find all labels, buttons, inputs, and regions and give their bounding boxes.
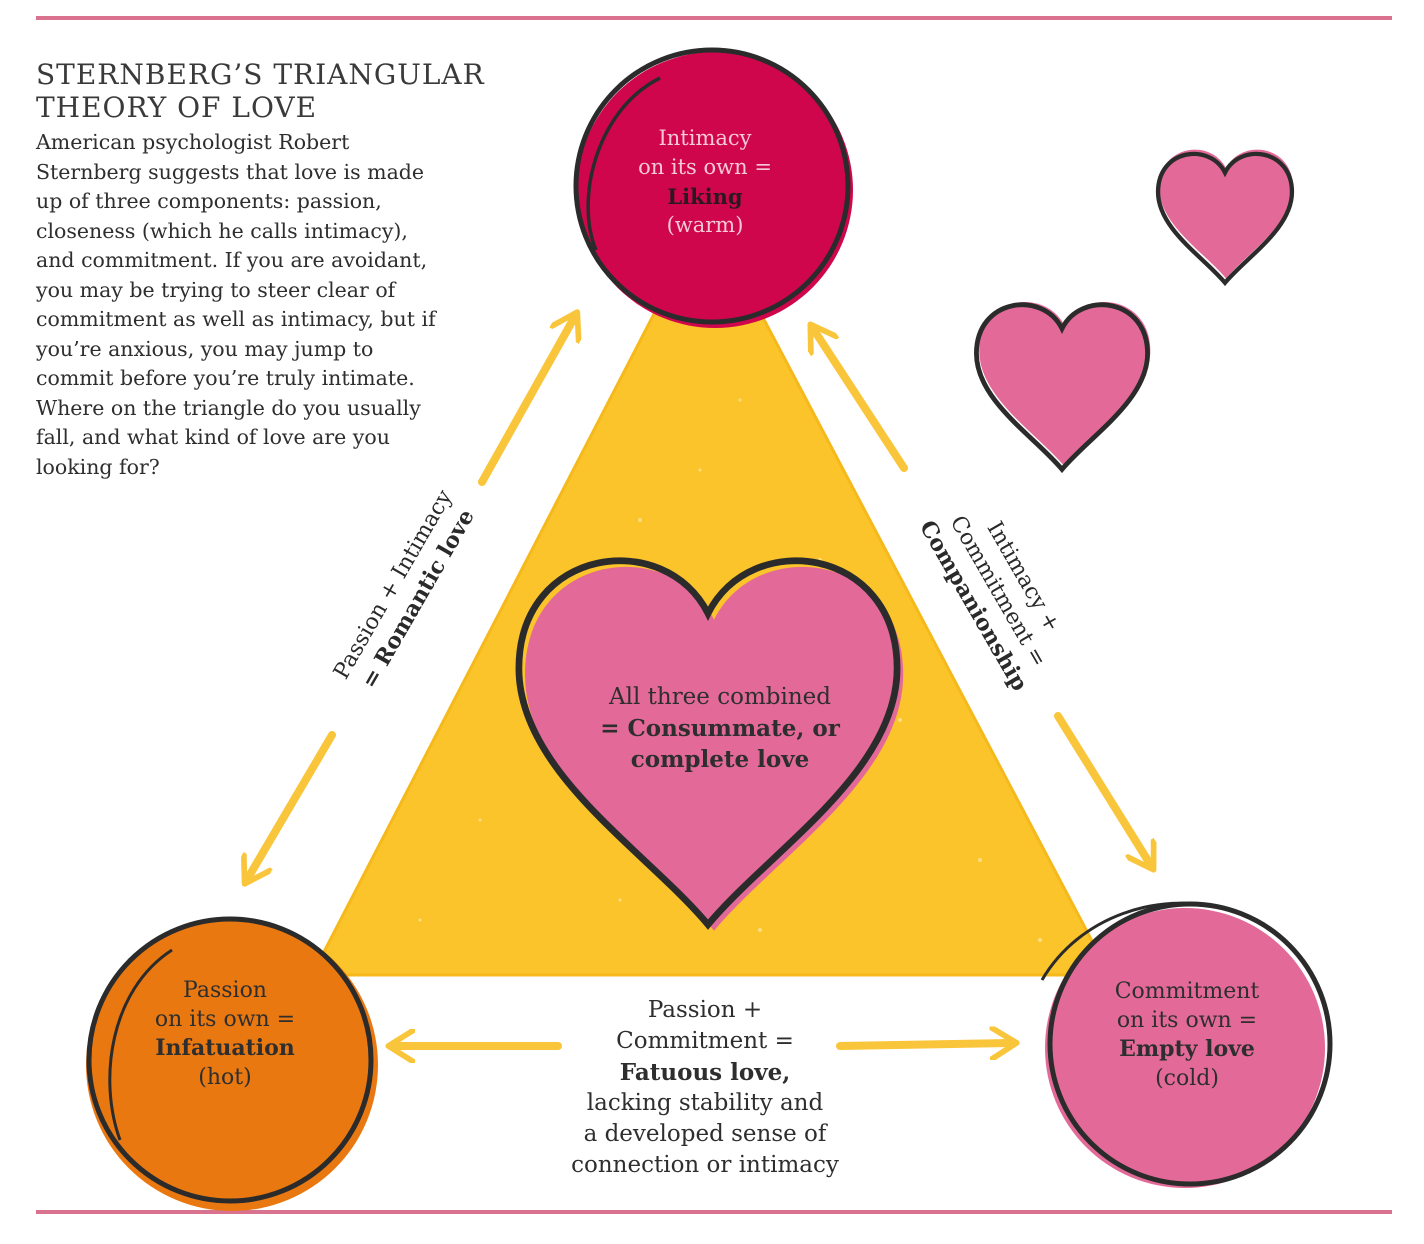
arrow-romantic-up bbox=[478, 318, 574, 486]
triangle-texture bbox=[418, 398, 1042, 942]
fatuous-label: Passion + Commitment = Fatuous love, lac… bbox=[520, 995, 890, 1181]
page-title: STERNBERG’S TRIANGULAR THEORY OF LOVE bbox=[36, 58, 485, 124]
intro-body: American psychologist Robert Sternberg s… bbox=[36, 130, 436, 479]
consummate-love-type: = Consummate, or complete love bbox=[600, 715, 840, 773]
heart-icon-medium bbox=[976, 301, 1151, 469]
arrow-fatuous-right bbox=[836, 1043, 1010, 1046]
arrow-romantic-down bbox=[248, 731, 336, 878]
arrow-companion-up bbox=[814, 330, 908, 472]
passion-label: Passion on its own = Infatuation (hot) bbox=[110, 976, 340, 1092]
heart-icon-small bbox=[1158, 149, 1293, 283]
passion-love-type: Infatuation bbox=[155, 1035, 295, 1061]
commitment-label: Commitment on its own = Empty love (cold… bbox=[1072, 977, 1302, 1093]
commitment-circle bbox=[1040, 901, 1333, 1188]
consummate-label: All three combined = Consummate, or comp… bbox=[560, 682, 880, 775]
intimacy-circle bbox=[573, 47, 853, 328]
fatuous-love-type: Fatuous love, bbox=[619, 1059, 791, 1086]
bottom-rule bbox=[36, 1210, 1392, 1214]
intimacy-love-type: Liking bbox=[667, 184, 743, 209]
passion-circle bbox=[86, 916, 378, 1211]
commitment-love-type: Empty love bbox=[1119, 1036, 1255, 1062]
arrow-companion-down bbox=[1054, 712, 1150, 864]
intro-block: STERNBERG’S TRIANGULAR THEORY OF LOVE Am… bbox=[36, 58, 506, 482]
top-rule bbox=[36, 16, 1392, 20]
intimacy-label: Intimacy on its own = Liking (warm) bbox=[590, 124, 820, 240]
